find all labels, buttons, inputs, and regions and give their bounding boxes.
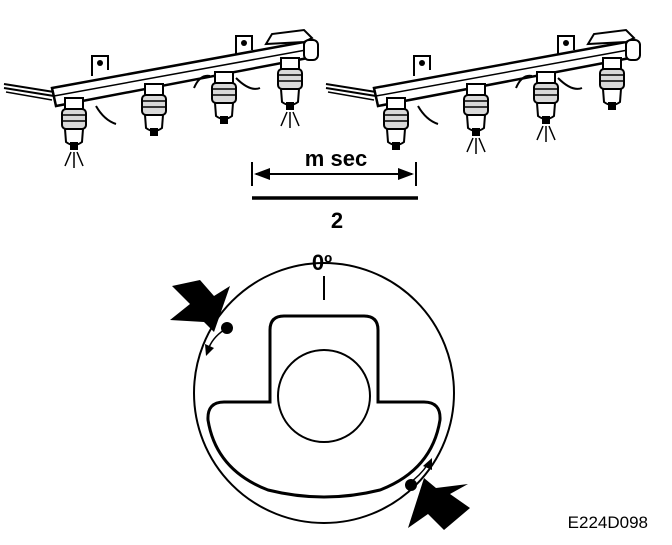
figure-code: E224D098 <box>568 513 648 532</box>
left-injector-rail <box>4 30 318 169</box>
pointer-arrow-icon <box>408 478 470 530</box>
pulse-value-label: 2 <box>331 208 343 233</box>
crank-angle-label: 0º <box>312 250 332 275</box>
pulse-unit-label: m sec <box>305 146 367 171</box>
right-injector-rail <box>326 30 640 155</box>
crank-timing-disc <box>193 262 455 524</box>
disc-hub <box>277 349 371 443</box>
pulse-width-dimension <box>251 162 418 200</box>
pointer-arrow-icon <box>170 280 230 332</box>
